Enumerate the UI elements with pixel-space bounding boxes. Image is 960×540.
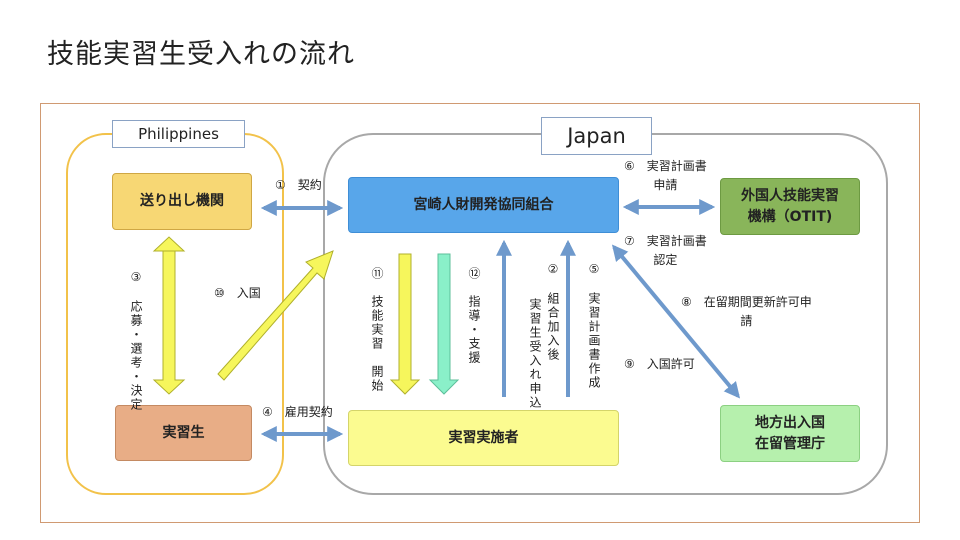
otit-line1: 外国人技能実習	[741, 188, 839, 205]
step-8-line2: 請	[740, 314, 753, 328]
step-8-label: ⑧ 在留期間更新許可申 請	[681, 293, 812, 331]
step-6-line1: ⑥ 実習計画書	[624, 159, 707, 173]
step-6-label: ⑥ 実習計画書 申請	[624, 157, 707, 195]
immigration-bureau-box: 地方出入国 在留管理庁	[720, 405, 860, 462]
arrow-immigration	[611, 244, 741, 399]
cooperative-box: 宮崎人財開発協同組合	[348, 177, 619, 233]
step-8-line1: ⑧ 在留期間更新許可申	[681, 295, 812, 309]
trainee-box: 実習生	[115, 405, 252, 461]
implementing-organization-box: 実習実施者	[348, 410, 619, 466]
arrow-guidance	[428, 253, 460, 395]
step-7-line2: 認定	[653, 253, 678, 267]
page-title: 技能実習生受入れの流れ	[47, 39, 355, 70]
step-9-label: ⑨ 入国許可	[624, 357, 695, 371]
diagram-frame	[40, 103, 920, 523]
step-12-label: ⑫ 指導・支援	[467, 267, 481, 365]
arrow-entry	[217, 250, 334, 381]
step-3-label: ③ 応募・選考・決定	[129, 270, 143, 412]
step-7-line1: ⑦ 実習計画書	[624, 234, 707, 248]
bureau-line1: 地方出入国	[755, 415, 825, 432]
step-2-label-col2: 実習生受入れ申込	[528, 298, 542, 410]
bureau-line2: 在留管理庁	[755, 435, 825, 452]
arrow-training-start	[389, 253, 421, 395]
step-11-label: ⑪ 技能実習 開始	[370, 267, 384, 393]
step-5-label: ⑤ 実習計画書作成	[587, 262, 601, 390]
step-6-line2: 申請	[653, 178, 678, 192]
japan-label: Japan	[541, 117, 652, 155]
otit-box: 外国人技能実習 機構（OTIT)	[720, 178, 860, 235]
philippines-label: Philippines	[112, 120, 245, 148]
step-10-label: ⑩ 入国	[214, 286, 261, 300]
step-7-label: ⑦ 実習計画書 認定	[624, 232, 707, 270]
step-1-label: ① 契約	[275, 178, 322, 192]
step-2-label-col1: ② 組合加入後	[546, 262, 560, 362]
arrow-selection	[152, 236, 186, 395]
step-4-label: ④ 雇用契約	[262, 405, 333, 419]
otit-line2: 機構（OTIT)	[747, 208, 833, 225]
sending-organization-box: 送り出し機関	[112, 173, 252, 230]
